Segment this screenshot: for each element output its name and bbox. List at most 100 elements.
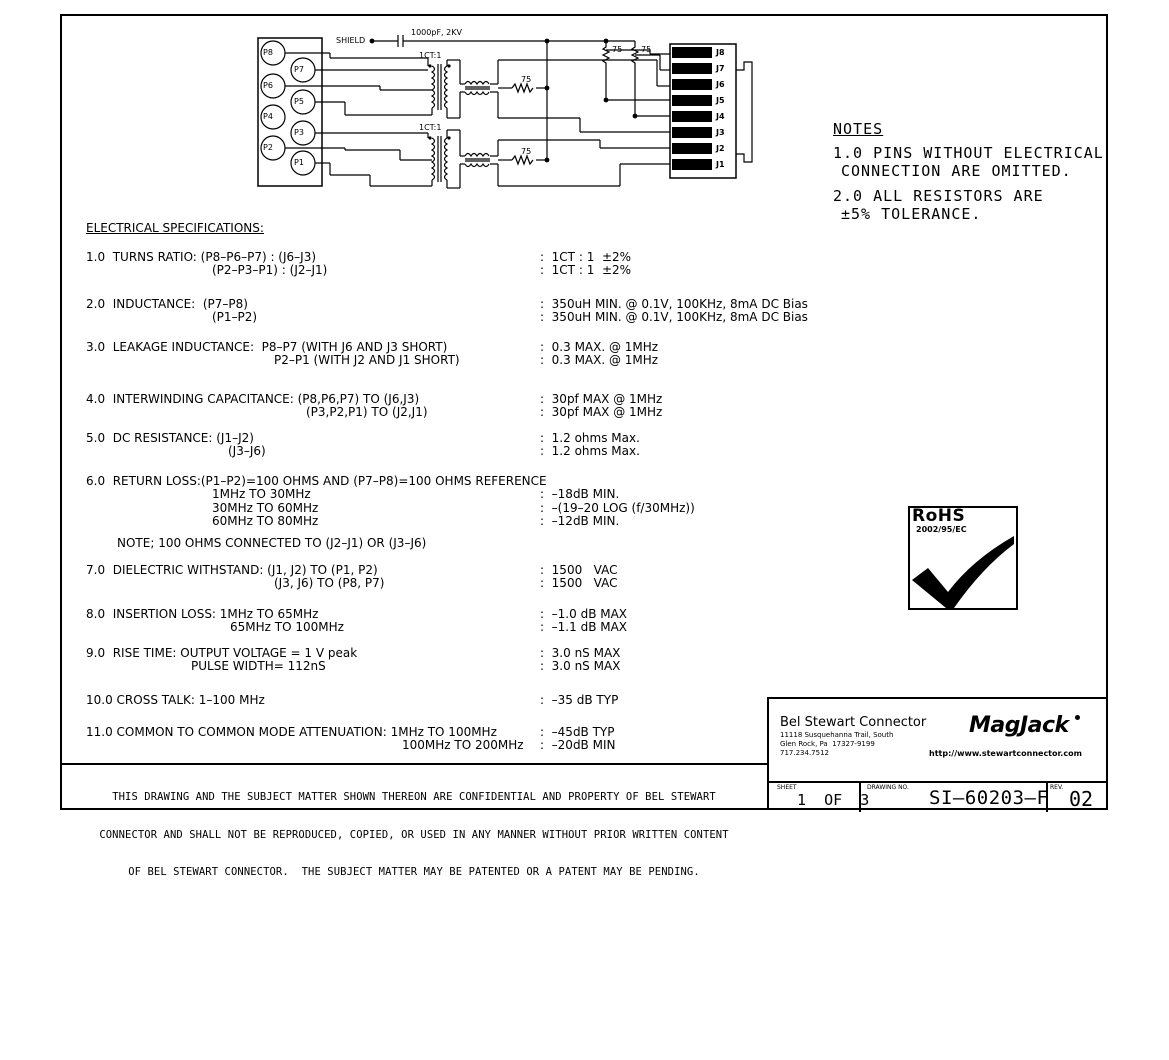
ct-ratio-bottom: 1CT:1	[419, 123, 442, 132]
value-return-loss-2: : –18dB MIN.	[540, 487, 620, 501]
jack-label-j5: J5	[716, 96, 725, 105]
company-phone: 717.234.7512	[780, 749, 829, 757]
spec-turns-ratio-2: (P2–P3–P1) : (J2–J1)	[212, 263, 328, 277]
resistor-label-j8: 75	[641, 45, 652, 54]
spec-insertion-loss-2: 65MHz TO 100MHz	[230, 620, 344, 634]
spec-leakage: 3.0 LEAKAGE INDUCTANCE: P8–P7 (WITH J6 A…	[86, 340, 448, 354]
spec-dielectric: 7.0 DIELECTRIC WITHSTAND: (J1, J2) TO (P…	[86, 563, 378, 577]
spec-rise-time: 9.0 RISE TIME: OUTPUT VOLTAGE = 1 V peak	[86, 646, 358, 660]
spec-interwinding: 4.0 INTERWINDING CAPACITANCE: (P8,P6,P7)…	[86, 392, 420, 406]
rohs-directive: 2002/95/EC	[916, 525, 967, 534]
spec-turns-ratio: 1.0 TURNS RATIO: (P8–P6–P7) : (J6–J3)	[86, 250, 317, 264]
note-2-line-2: ±5% TOLERANCE.	[841, 205, 982, 223]
value-dielectric-2: : 1500 VAC	[540, 576, 618, 590]
title-block: Bel Stewart Connector 11118 Susquehanna …	[767, 697, 1108, 812]
magjack-logo: MagJack	[969, 713, 1069, 738]
spec-dielectric-2: (J3, J6) TO (P8, P7)	[274, 576, 385, 590]
jack-label-j4: J4	[716, 112, 725, 121]
rohs-title: RoHS	[912, 506, 966, 526]
value-inductance: : 350uH MIN. @ 0.1V, 100KHz, 8mA DC Bias	[540, 297, 808, 311]
spec-cross-talk: 10.0 CROSS TALK: 1–100 MHz	[86, 693, 265, 707]
value-interwinding-2: : 30pf MAX @ 1MHz	[540, 405, 663, 419]
sheet-divider	[859, 781, 861, 812]
pin-label-p1: P1	[294, 158, 304, 167]
spec-return-loss-note: NOTE; 100 OHMS CONNECTED TO (J2–J1) OR (…	[117, 536, 427, 550]
note-1-line-2: CONNECTION ARE OMITTED.	[841, 162, 1072, 180]
pin-label-p4: P4	[263, 112, 273, 121]
jack-label-j3: J3	[716, 128, 725, 137]
drawing-number-label: DRAWING NO.	[867, 784, 909, 791]
spec-inductance: 2.0 INDUCTANCE: (P7–P8)	[86, 297, 248, 311]
value-cross-talk: : –35 dB TYP	[540, 693, 619, 707]
confidential-line-2: CONNECTOR AND SHALL NOT BE REPRODUCED, C…	[99, 828, 729, 841]
spec-rise-time-2: PULSE WIDTH= 112nS	[191, 659, 326, 673]
rev-divider	[1046, 781, 1048, 812]
spec-return-loss: 6.0 RETURN LOSS:(P1–P2)=100 OHMS AND (P7…	[86, 474, 547, 488]
resistor-label-top: 75	[521, 75, 532, 84]
resistor-label-j7: 75	[612, 45, 623, 54]
value-turns-ratio-2: : 1CT : 1 ±2%	[540, 263, 632, 277]
rj45-left-body	[257, 37, 323, 187]
spec-interwinding-2: (P3,P2,P1) TO (J2,J1)	[306, 405, 428, 419]
revision-label: REV.	[1050, 784, 1064, 791]
resistor-label-bottom: 75	[521, 147, 532, 156]
schematic-diagram	[257, 35, 753, 189]
value-leakage-2: : 0.3 MAX. @ 1MHz	[540, 353, 659, 367]
jack-label-j7: J7	[716, 64, 725, 73]
pin-label-p3: P3	[294, 128, 304, 137]
jack-label-j6: J6	[716, 80, 725, 89]
value-insertion-loss-2: : –1.1 dB MAX	[540, 620, 628, 634]
value-interwinding: : 30pf MAX @ 1MHz	[540, 392, 663, 406]
value-return-loss-4: : –12dB MIN.	[540, 514, 620, 528]
spec-leakage-2: P2–P1 (WITH J2 AND J1 SHORT)	[274, 353, 460, 367]
jack-label-j8: J8	[716, 48, 725, 57]
spec-heading: ELECTRICAL SPECIFICATIONS:	[86, 221, 264, 235]
company-address-1: 11118 Susquehanna Trail, South	[780, 731, 894, 739]
value-rise-time: : 3.0 nS MAX	[540, 646, 621, 660]
spec-return-loss-3: 30MHz TO 60MHz	[212, 501, 319, 515]
company-url: http://www.stewartconnector.com	[929, 749, 1082, 758]
logo-registered-mark	[1075, 715, 1080, 720]
note-2-line-1: 2.0 ALL RESISTORS ARE	[833, 187, 1044, 205]
confidential-line-3: OF BEL STEWART CONNECTOR. THE SUBJECT MA…	[128, 866, 700, 878]
jack-label-j2: J2	[716, 144, 725, 153]
company-name: Bel Stewart Connector	[780, 715, 927, 730]
value-insertion-loss: : –1.0 dB MAX	[540, 607, 628, 621]
value-dc-resistance: : 1.2 ohms Max.	[540, 431, 640, 445]
rj45-jack-body	[669, 43, 737, 179]
confidential-notice: THIS DRAWING AND THE SUBJECT MATTER SHOW…	[61, 766, 767, 891]
pin-label-p7: P7	[294, 65, 304, 74]
value-leakage: : 0.3 MAX. @ 1MHz	[540, 340, 659, 354]
spec-common-mode: 11.0 COMMON TO COMMON MODE ATTENUATION: …	[86, 725, 497, 739]
value-inductance-2: : 350uH MIN. @ 0.1V, 100KHz, 8mA DC Bias	[540, 310, 808, 324]
spec-common-mode-2: 100MHz TO 200MHz	[402, 738, 524, 752]
spec-dc-resistance: 5.0 DC RESISTANCE: (J1–J2)	[86, 431, 254, 445]
value-dc-resistance-2: : 1.2 ohms Max.	[540, 444, 640, 458]
drawing-frame	[60, 14, 1108, 810]
pin-label-p6: P6	[263, 81, 273, 90]
jack-label-j1: J1	[716, 160, 725, 169]
value-return-loss-3: : –(19–20 LOG (f/30MHz))	[540, 501, 695, 515]
value-common-mode: : –45dB TYP	[540, 725, 615, 739]
note-1-line-1: 1.0 PINS WITHOUT ELECTRICAL	[833, 144, 1104, 162]
capacitor-label: 1000pF, 2KV	[411, 28, 462, 37]
spec-inductance-2: (P1–P2)	[212, 310, 258, 324]
rohs-mark: RoHS 2002/95/EC	[908, 506, 1018, 610]
spec-dc-resistance-2: (J3–J6)	[228, 444, 266, 458]
company-address-2: Glen Rock, Pa 17327-9199	[780, 740, 875, 748]
pin-label-p2: P2	[263, 143, 273, 152]
confidential-divider	[61, 763, 767, 765]
ct-ratio-top: 1CT:1	[419, 51, 442, 60]
notes-title: NOTES	[833, 120, 884, 138]
pin-label-p8: P8	[263, 48, 273, 57]
pin-label-p5: P5	[294, 97, 304, 106]
value-rise-time-2: : 3.0 nS MAX	[540, 659, 621, 673]
drawing-number: SI–60203–F	[929, 787, 1049, 809]
shield-label: SHIELD	[336, 36, 366, 45]
sheet-number: 1 OF 3	[797, 791, 870, 809]
confidential-line-1: THIS DRAWING AND THE SUBJECT MATTER SHOW…	[112, 791, 716, 803]
value-turns-ratio: : 1CT : 1 ±2%	[540, 250, 632, 264]
spec-return-loss-2: 1MHz TO 30MHz	[212, 487, 311, 501]
value-common-mode-2: : –20dB MIN	[540, 738, 616, 752]
sheet-label: SHEET	[777, 784, 797, 791]
